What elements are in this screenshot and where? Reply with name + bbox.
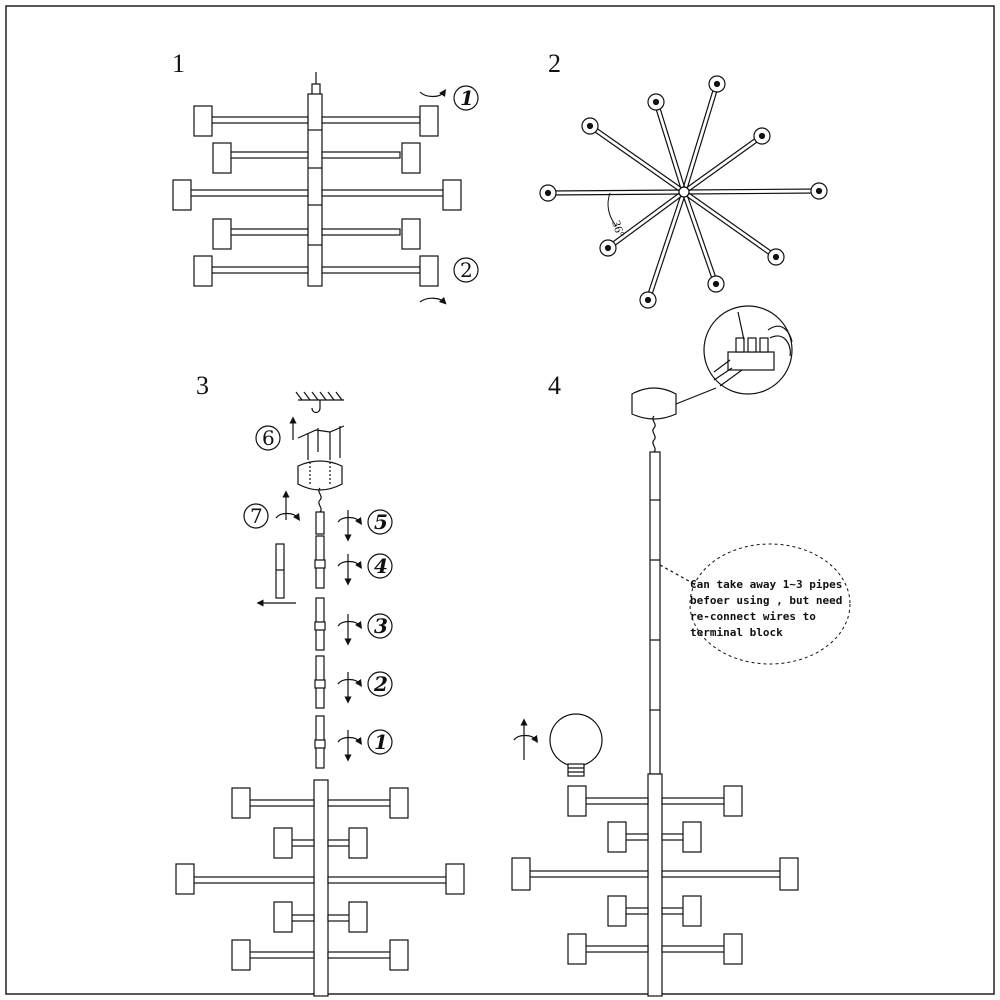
step-4-note-line-1: Can take away 1~3 pipes xyxy=(690,578,842,591)
mounting-bracket xyxy=(297,425,345,439)
step-1-diagram xyxy=(172,72,462,305)
step-3-arm-tier-5 xyxy=(231,939,409,971)
step-2-angle-arc xyxy=(607,192,617,227)
pipe-section-2 xyxy=(314,597,326,651)
step-4-label: 4 xyxy=(548,371,561,400)
pipe-callout-3: 3 xyxy=(337,613,393,646)
step-3-callout-7-circle xyxy=(243,503,269,529)
step-1-center-column xyxy=(307,93,323,287)
step-4-canopy xyxy=(631,387,677,420)
step-1-callout-2: 2 xyxy=(460,258,473,282)
step-2-arm-1 xyxy=(539,184,685,202)
pipe-callout-number: 4 xyxy=(374,554,388,578)
step-3-callout-6: 6 xyxy=(262,426,275,450)
step-4-note-bubble xyxy=(689,543,851,665)
step-4-center-column xyxy=(647,773,663,997)
step-4-note-line-2: befoer using , but need xyxy=(690,594,842,607)
step-3-diagram xyxy=(175,391,465,997)
pipe-callout-5: 5 xyxy=(337,509,393,542)
pipe-callout-number: 3 xyxy=(374,614,388,638)
step-3-arm-tier-4 xyxy=(273,901,368,933)
pipe-callout-number: 1 xyxy=(374,730,388,754)
ceiling-hook-icon xyxy=(311,400,321,414)
rotate-arrow-icon xyxy=(419,296,447,305)
rotate-arrow-icon xyxy=(275,512,301,521)
step-3-arm-tier-3 xyxy=(175,863,465,895)
step-2-arm-2 xyxy=(683,182,828,200)
step-1-arm-tier-5 xyxy=(193,255,439,287)
step-3-label: 3 xyxy=(196,371,209,400)
pipe-callout-4: 4 xyxy=(337,553,393,586)
page-border xyxy=(5,5,995,995)
step-1-arm-tier-2 xyxy=(212,142,421,174)
step-2-label: 2 xyxy=(548,49,561,78)
step-3-callout-6-circle xyxy=(255,425,281,451)
pipe-section-1 xyxy=(314,535,326,589)
step-3-pipe-callouts: 5 4 3 2 1 xyxy=(337,509,393,762)
step-2-arm-3 xyxy=(581,117,686,195)
step-4-arm-tier-1 xyxy=(567,785,743,817)
step-1-label: 1 xyxy=(172,49,185,78)
step-2-arm-8 xyxy=(682,189,785,266)
step-4-arm-tier-3 xyxy=(511,857,799,891)
step-2-arm-7 xyxy=(599,189,686,257)
step-4-arm-tier-5 xyxy=(567,933,743,965)
pipe-section-4 xyxy=(314,715,326,769)
step-2-top-view xyxy=(539,75,828,309)
pipe-callout-1: 1 xyxy=(337,729,393,762)
rotate-arrow-icon xyxy=(513,734,539,743)
step-3-arm-tier-2 xyxy=(273,827,368,859)
step-4-diagram xyxy=(511,305,799,997)
pipe-callout-number: 5 xyxy=(374,510,388,534)
step-2-hub xyxy=(678,186,690,198)
step-1-callout-1: 1 xyxy=(460,86,474,110)
step-4-note-line-4: terminal block xyxy=(690,626,783,639)
step-3-canopy xyxy=(297,460,343,491)
step-2-arm-6 xyxy=(682,127,771,195)
pipe-section-3 xyxy=(314,655,326,709)
step-2-arm-4 xyxy=(681,75,726,193)
spare-pipe xyxy=(275,543,285,599)
step-4-arm-tier-4 xyxy=(607,895,702,927)
step-3-arm-tier-1 xyxy=(231,787,409,819)
step-3-callout-7: 7 xyxy=(250,504,263,528)
pipe-section-5 xyxy=(315,511,325,535)
step-4-note-line-3: re-connect wires to xyxy=(690,610,816,623)
step-4-chain xyxy=(652,415,656,453)
step-4-arm-tier-2 xyxy=(607,821,702,853)
step-1-arm-tier-4 xyxy=(212,218,421,250)
terminal-block-icon xyxy=(713,311,793,387)
step-2-arm-5 xyxy=(647,93,687,193)
step-1-callout-2-circle xyxy=(453,257,479,283)
step-2-angle-label: 36° xyxy=(609,219,628,239)
pipe-callout-2: 2 xyxy=(337,671,393,704)
step-2-arm-9 xyxy=(639,191,687,309)
step-1-arm-tier-1 xyxy=(193,105,439,137)
step-1-arm-tier-3 xyxy=(172,179,462,211)
step-3-center-column xyxy=(313,779,329,997)
light-bulb-icon xyxy=(549,713,603,777)
step-1-callout-1-circle xyxy=(453,85,479,111)
step-3-pipe-stack xyxy=(314,511,326,769)
rotate-arrow-icon xyxy=(419,89,447,98)
pipe-callout-number: 2 xyxy=(373,672,388,696)
step-2-arm-10 xyxy=(681,191,725,293)
